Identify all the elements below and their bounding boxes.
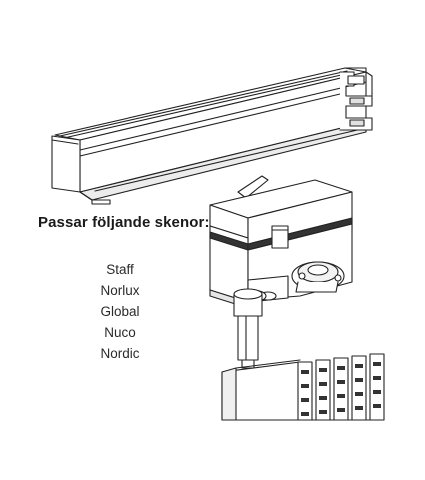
track-item-norlux: Norlux [100, 283, 140, 298]
luminaire-drawing [221, 353, 385, 421]
track-item-nuco: Nuco [104, 325, 136, 340]
compatible-tracks-heading: Passar följande skenor: [38, 214, 210, 231]
track-item-staff: Staff [106, 262, 134, 277]
compatible-tracks-list: Staff Norlux Global Nuco Nordic [0, 259, 240, 364]
stem-drawing [233, 288, 263, 369]
track-rail-drawing [51, 67, 373, 205]
track-item-global: Global [100, 304, 140, 319]
track-item-nordic: Nordic [100, 346, 140, 361]
